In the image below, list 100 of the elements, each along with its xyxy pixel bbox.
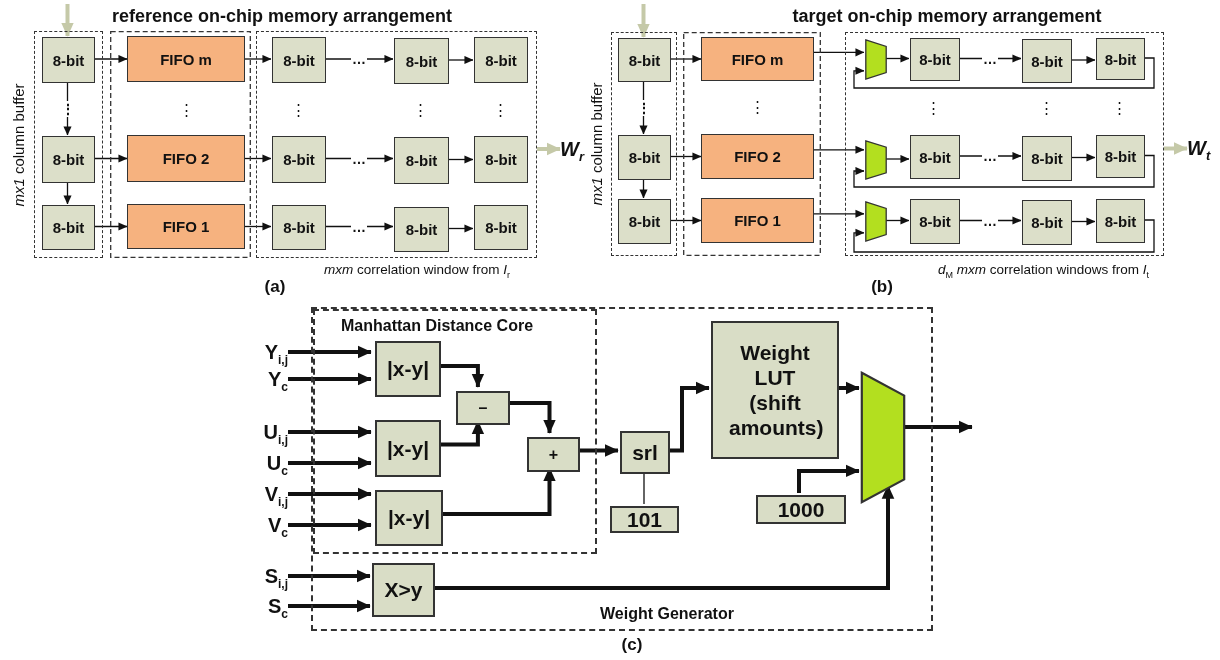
box-label: 8-bit [628,213,661,230]
box-label: 8-bit [1031,52,1063,70]
register-box [1096,38,1145,80]
fifo-buffer-box [127,36,245,82]
box-label: 8-bit [628,51,661,69]
logic-block [756,495,846,524]
arrow [324,222,394,231]
box-label: 8-bit [919,51,951,68]
fifo-buffer-box [701,134,814,179]
register-box [272,37,326,83]
ellipsis-mark: ⋮ [178,101,194,119]
box-label: 8-bit [919,148,951,166]
box-label: 101 [626,507,662,532]
arrow [669,216,702,225]
arrow [447,155,474,164]
register-box [1096,199,1145,243]
arrow [288,599,371,613]
dashed-group-frame [313,309,597,554]
register-box [910,135,960,179]
box-label: 8-bit [283,219,315,236]
signal-label: V$_{i,j}$ [242,480,288,508]
group-label: mxm correlation window from I$_{r}$ [323,262,510,280]
panel-label: (a) [264,277,286,297]
register-box [1022,39,1072,83]
arrow [958,151,1022,161]
box-label: |x-y| [386,436,430,461]
box-label: 8-bit [1104,148,1137,165]
box-label: 8-bit [1031,150,1063,167]
logic-block [375,420,441,477]
signal-label: V$_{c}$ [242,511,288,539]
box-label: 8-bit [405,152,438,169]
box-label: 8-bit [283,151,315,168]
register-box [394,137,449,184]
fifo-buffer-box [701,37,814,81]
arrow [324,154,394,163]
register-box [42,136,95,183]
logic-block [375,490,443,546]
arrow [1070,55,1096,65]
register-box [42,205,95,250]
arrow [669,54,702,64]
register-box [1022,136,1072,181]
box-label: FIFO m [731,50,784,68]
ellipsis-mark: ⋮ [1038,99,1054,117]
ellipsis-mark: ⋮ [492,101,508,119]
register-box [394,207,449,252]
arrow [288,372,372,386]
arrow [288,425,372,439]
block-arrow [637,4,650,38]
box-label: FIFO 2 [162,150,210,167]
fifo-buffer-box [127,135,245,182]
signal-label: U$_{i,j}$ [242,418,288,446]
ellipsis-mark: ⋮ [1111,99,1127,117]
box-label: – [478,399,488,417]
dashed-group-frame [311,307,933,631]
arrow [244,154,272,163]
register-box [1096,135,1145,178]
output-signal-label: W$_{t}$ [1187,134,1218,162]
box-label: |x-y| [386,357,430,381]
panel-label: (c) [621,635,643,655]
register-box [42,37,95,83]
register-box [618,135,671,180]
arrow [813,145,865,154]
box-label: 8-bit [1031,214,1063,231]
register-box [474,136,528,183]
arrow [93,54,128,64]
register-box [910,38,960,81]
fifo-buffer-box [127,204,245,249]
signal-label: S$_{i,j}$ [242,562,288,590]
arrow [63,181,72,205]
arrow [447,55,474,65]
group-label: Weight Generator [600,605,734,623]
arrow [93,154,128,163]
box-label: 1000 [777,497,825,522]
arrow [669,152,702,161]
box-label: X>y [384,578,423,602]
logic-block [372,563,435,617]
arrow [958,216,1022,225]
box-label: 8-bit [52,219,85,236]
ellipsis-mark: ⋮ [412,101,428,119]
logic-block [375,341,441,397]
signal-label: U$_{c}$ [242,449,288,477]
box-label: |x-y| [387,506,431,530]
arrow [244,222,272,231]
register-box [618,199,671,244]
box-label: FIFO 2 [734,148,781,165]
box-label: FIFO 1 [734,212,781,229]
ellipsis-mark: ⋮ [290,101,306,119]
logic-block [711,321,839,459]
arrow [288,487,372,501]
box-label: Weight LUT (shift amounts) [729,339,821,441]
arrow [958,54,1022,63]
arrow [93,222,128,231]
ellipsis-mark: ⋮ [749,98,765,116]
box-label: 8-bit [628,149,661,166]
arrow [1070,217,1096,226]
box-label: FIFO 1 [162,218,210,235]
register-box [474,37,528,83]
signal-label: S$_{c}$ [242,592,288,620]
arrow [288,345,372,359]
arrow [797,464,860,493]
